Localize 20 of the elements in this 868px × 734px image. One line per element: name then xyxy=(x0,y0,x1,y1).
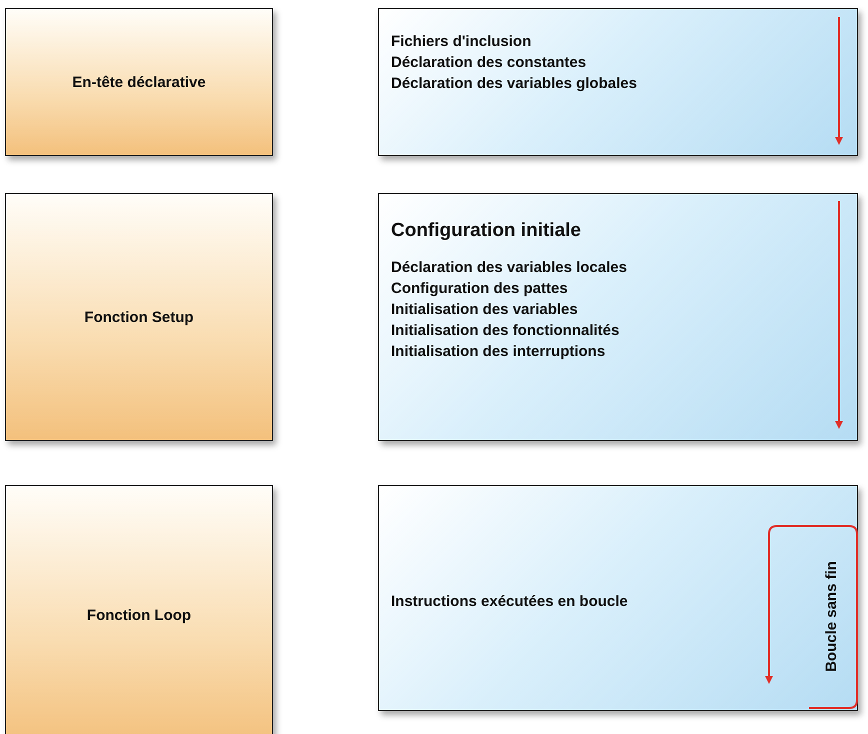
list-item: Initialisation des interruptions xyxy=(391,342,606,362)
list-item: Initialisation des variables xyxy=(391,300,578,320)
content-heading: Configuration initiale xyxy=(391,220,581,241)
loop-label: Boucle sans fin xyxy=(821,560,840,672)
content-box xyxy=(378,193,858,441)
section-box xyxy=(5,193,273,441)
list-item: Configuration des pattes xyxy=(391,279,568,299)
list-item: Initialisation des fonctionnalités xyxy=(391,321,620,341)
content-box xyxy=(378,485,858,711)
list-item: Déclaration des variables globales xyxy=(391,74,637,94)
section-title: En-tête déclarative xyxy=(72,72,206,92)
section-box xyxy=(5,485,273,734)
section-title: Fonction Loop xyxy=(86,606,192,626)
list-item: Déclaration des variables locales xyxy=(391,258,627,278)
section-title: Fonction Setup xyxy=(84,308,194,328)
list-item: Déclaration des constantes xyxy=(391,53,586,73)
list-item: Fichiers d'inclusion xyxy=(391,32,532,52)
content-box xyxy=(378,8,858,156)
content-text: Instructions exécutées en boucle xyxy=(391,592,628,612)
section-box xyxy=(5,8,273,156)
